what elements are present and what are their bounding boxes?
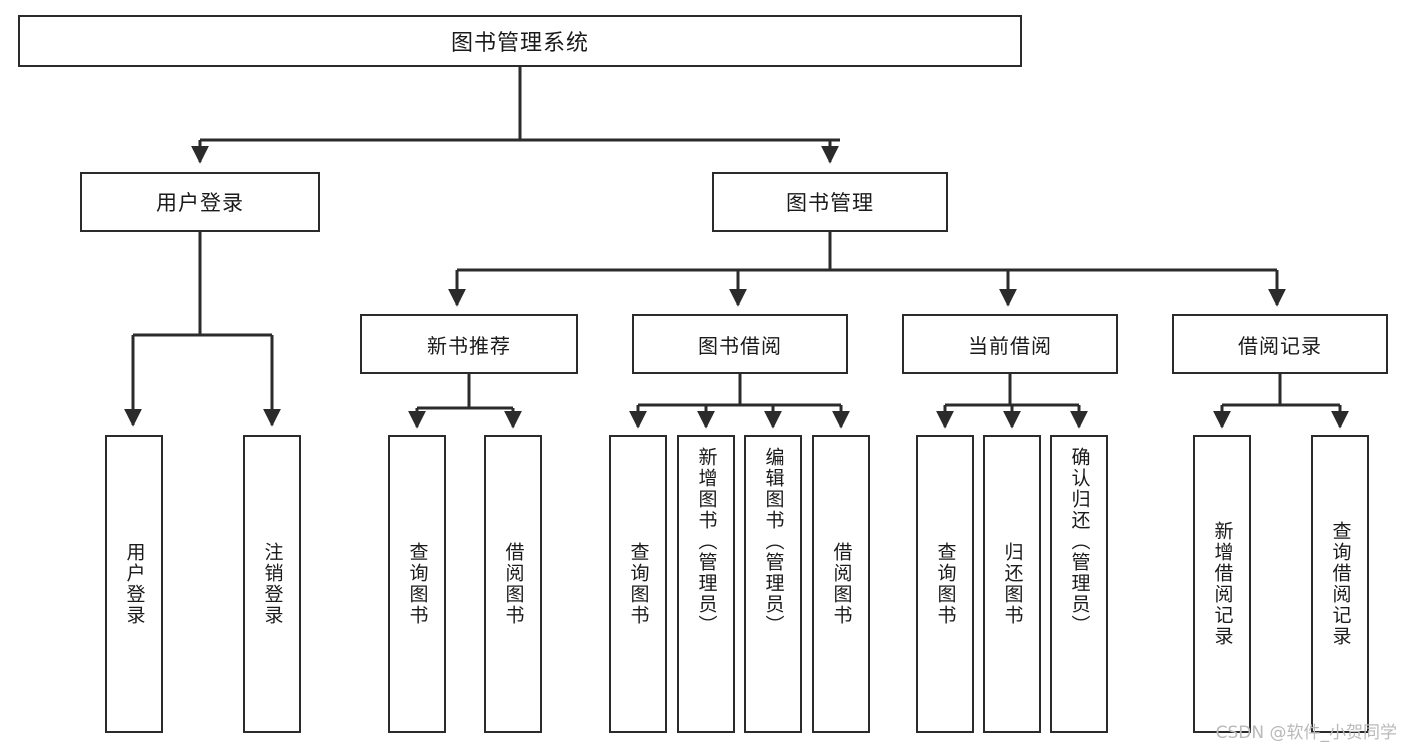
- leaf-borrow-books[interactable]: 借阅图书: [812, 435, 870, 733]
- leaf-label: 查询借阅记录: [1329, 521, 1352, 647]
- node-label: 图书管理系统: [450, 31, 589, 56]
- leaf-return-books[interactable]: 归还图书: [983, 435, 1041, 733]
- leaf-label: 借阅图书: [830, 542, 853, 626]
- leaf-label: 编辑图书（管理员）: [762, 447, 785, 636]
- leaf-query-books-recommend[interactable]: 查询图书: [388, 435, 446, 733]
- node-label: 用户登录: [156, 191, 244, 215]
- leaf-label: 查询图书: [934, 542, 957, 626]
- leaf-label: 查询图书: [406, 542, 429, 626]
- node-label: 图书借阅: [698, 333, 782, 358]
- leaf-add-borrow-record[interactable]: 新增借阅记录: [1193, 435, 1251, 733]
- leaf-confirm-return-admin[interactable]: 确认归还（管理员）: [1050, 435, 1108, 733]
- watermark-text: CSDN @软件_小贺同学: [1215, 723, 1397, 743]
- leaf-label: 确认归还（管理员）: [1068, 447, 1091, 636]
- node-label: 新书推荐: [427, 333, 511, 358]
- leaf-label: 用户登录: [123, 542, 146, 626]
- leaf-label: 查询图书: [627, 542, 650, 626]
- leaf-label: 借阅图书: [502, 542, 525, 626]
- node-book-management[interactable]: 图书管理: [712, 172, 948, 232]
- node-new-book-recommend[interactable]: 新书推荐: [360, 314, 578, 374]
- node-current-borrow[interactable]: 当前借阅: [902, 314, 1118, 374]
- leaf-label: 新增借阅记录: [1211, 521, 1234, 647]
- node-book-borrow[interactable]: 图书借阅: [632, 314, 848, 374]
- leaf-label: 新增图书（管理员）: [695, 447, 718, 636]
- node-label: 借阅记录: [1238, 333, 1322, 358]
- leaf-add-book-admin[interactable]: 新增图书（管理员）: [677, 435, 735, 733]
- leaf-borrow-books-recommend[interactable]: 借阅图书: [484, 435, 542, 733]
- leaf-logout[interactable]: 注销登录: [243, 435, 301, 733]
- leaf-label: 归还图书: [1001, 542, 1024, 626]
- node-root-system[interactable]: 图书管理系统: [18, 15, 1022, 67]
- node-label: 图书管理: [786, 191, 874, 215]
- leaf-edit-book-admin[interactable]: 编辑图书（管理员）: [744, 435, 802, 733]
- leaf-label: 注销登录: [261, 542, 284, 626]
- leaf-user-login[interactable]: 用户登录: [105, 435, 163, 733]
- leaf-query-books-current[interactable]: 查询图书: [916, 435, 974, 733]
- leaf-query-books-borrow[interactable]: 查询图书: [609, 435, 667, 733]
- node-label: 当前借阅: [968, 333, 1052, 358]
- node-user-login[interactable]: 用户登录: [80, 172, 320, 232]
- leaf-query-borrow-record[interactable]: 查询借阅记录: [1311, 435, 1369, 733]
- node-borrow-records[interactable]: 借阅记录: [1172, 314, 1388, 374]
